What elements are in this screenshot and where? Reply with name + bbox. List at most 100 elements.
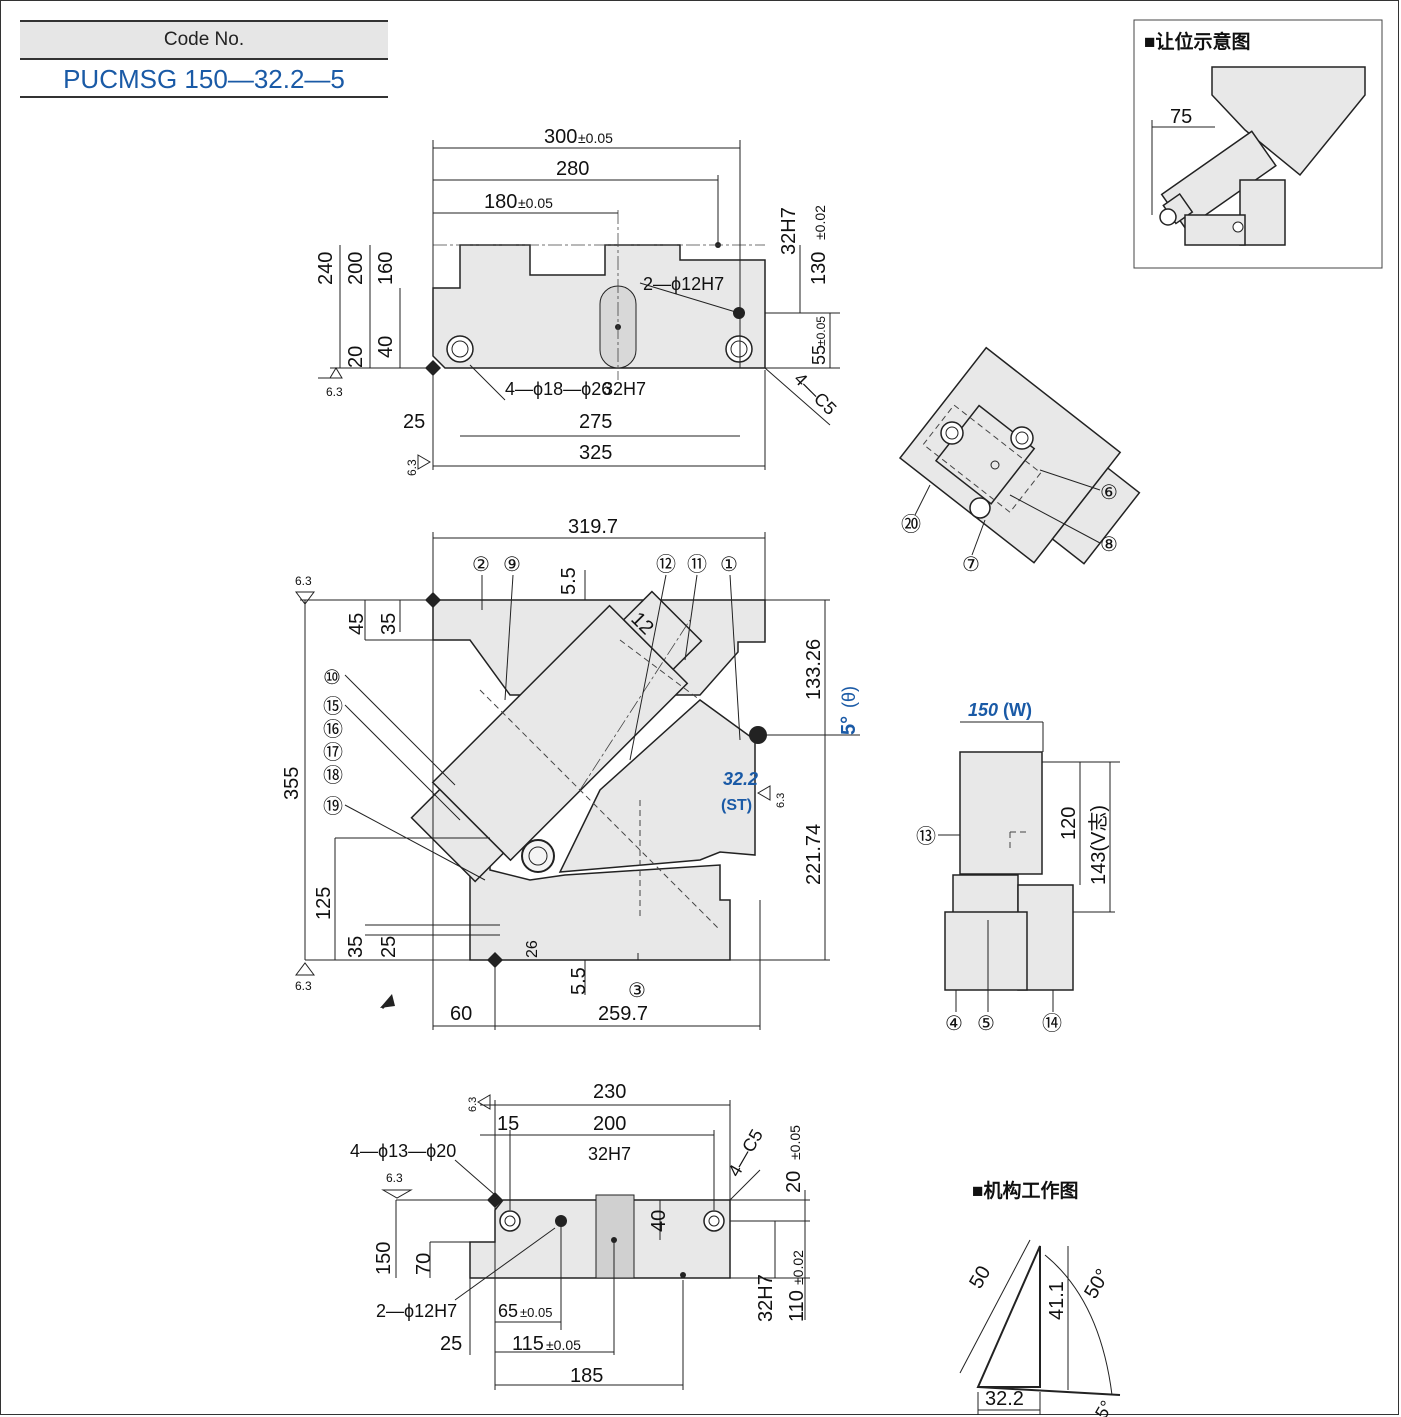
top-view-body bbox=[432, 244, 766, 369]
balloon-9: ⑨ bbox=[503, 554, 521, 576]
svg-text:6.3: 6.3 bbox=[386, 1171, 403, 1185]
clearance-title: ■让位示意图 bbox=[1144, 30, 1250, 53]
stroke-value: 32.2 bbox=[723, 769, 758, 789]
svg-text:6.3: 6.3 bbox=[295, 979, 312, 993]
balloon-7: ⑦ bbox=[962, 554, 980, 576]
balloon-1: ① bbox=[720, 554, 738, 576]
svg-text:221.74: 221.74 bbox=[803, 824, 825, 885]
svg-text:5.5: 5.5 bbox=[558, 567, 580, 595]
clearance-dim-75: 75 bbox=[1170, 106, 1192, 128]
front-pivot bbox=[521, 839, 555, 873]
balloon-12: ⑫ bbox=[656, 553, 676, 576]
balloon-17: ⑰ bbox=[323, 741, 343, 764]
svg-text:±0.05: ±0.05 bbox=[546, 1337, 581, 1353]
bottom-hole-label: 4—ϕ13—ϕ20 bbox=[350, 1141, 456, 1161]
bolt-hole-left bbox=[446, 335, 474, 363]
svg-text:±0.02: ±0.02 bbox=[812, 205, 828, 240]
svg-text:32H7: 32H7 bbox=[778, 207, 800, 255]
svg-text:25: 25 bbox=[378, 936, 400, 958]
front-slide bbox=[558, 699, 756, 873]
bolt-hole-label: 4—ϕ18—ϕ26 bbox=[505, 379, 611, 399]
svg-text:±0.05: ±0.05 bbox=[814, 316, 828, 346]
balloon-16: ⑯ bbox=[323, 718, 343, 741]
detail-view: ⑥ ⑳ ⑧ ⑦ bbox=[898, 346, 1141, 576]
svg-text:130: 130 bbox=[808, 252, 830, 285]
svg-text:50°: 50° bbox=[1080, 1265, 1114, 1302]
dim-300: 300 bbox=[544, 126, 577, 148]
mechanism-dim-50: 50 bbox=[965, 1262, 995, 1292]
dim-319-7: 319.7 bbox=[568, 516, 618, 538]
svg-text:115: 115 bbox=[512, 1333, 544, 1355]
balloon-14: ⑭ bbox=[1042, 1012, 1062, 1035]
svg-text:±0.02: ±0.02 bbox=[790, 1250, 806, 1285]
svg-text:150: 150 bbox=[373, 1242, 395, 1275]
svg-text:259.7: 259.7 bbox=[598, 1003, 648, 1025]
svg-text:20: 20 bbox=[345, 346, 367, 368]
svg-text:200: 200 bbox=[345, 252, 367, 285]
balloon-6: ⑥ bbox=[1100, 482, 1118, 504]
svg-text:±0.05: ±0.05 bbox=[518, 195, 553, 211]
svg-text:40: 40 bbox=[648, 1210, 670, 1232]
side-view: 150 (W) 120 143(V志) ⑬ ④ ⑤ ⑭ bbox=[916, 700, 1120, 1035]
svg-text:32.2: 32.2 bbox=[985, 1388, 1024, 1410]
svg-text:110: 110 bbox=[786, 1290, 808, 1322]
svg-text:32H7: 32H7 bbox=[755, 1274, 777, 1322]
dim-240: 240 bbox=[315, 252, 337, 285]
dim-280: 280 bbox=[556, 158, 589, 180]
balloon-20: ⑳ bbox=[901, 513, 921, 536]
code-number-value: PUCMSG 150—32.2—5 bbox=[20, 60, 388, 98]
bottom-pin-label: 2—ϕ12H7 bbox=[376, 1301, 457, 1321]
svg-text:(ST): (ST) bbox=[721, 797, 752, 814]
bottom-view: 230 15 200 4—ϕ13—ϕ20 32H7 4—C5 20 ±0.05 … bbox=[350, 1081, 810, 1390]
svg-text:25: 25 bbox=[403, 411, 425, 433]
svg-text:125: 125 bbox=[313, 887, 335, 920]
code-number-box: Code No. PUCMSG 150—32.2—5 bbox=[20, 20, 388, 98]
svg-text:70: 70 bbox=[413, 1253, 435, 1275]
svg-text:±0.05: ±0.05 bbox=[520, 1305, 552, 1320]
mechanism-title: ■机构工作图 bbox=[972, 1179, 1078, 1202]
svg-text:185: 185 bbox=[570, 1365, 603, 1387]
svg-text:4—C5: 4—C5 bbox=[724, 1126, 767, 1180]
svg-text:60: 60 bbox=[450, 1003, 472, 1025]
code-number-label: Code No. bbox=[20, 20, 388, 60]
svg-text:26: 26 bbox=[524, 940, 541, 958]
bolt-hole-right bbox=[725, 335, 753, 363]
svg-text:45: 45 bbox=[346, 613, 368, 635]
svg-text:325: 325 bbox=[579, 442, 612, 464]
balloon-11: ⑪ bbox=[687, 553, 707, 576]
svg-text:6.3: 6.3 bbox=[775, 793, 787, 808]
svg-text:6.3: 6.3 bbox=[467, 1097, 479, 1112]
svg-text:6.3: 6.3 bbox=[295, 574, 312, 588]
svg-text:5.5: 5.5 bbox=[568, 967, 590, 995]
svg-text:120: 120 bbox=[1058, 807, 1080, 840]
svg-text:±0.05: ±0.05 bbox=[787, 1125, 803, 1160]
svg-text:160: 160 bbox=[375, 252, 397, 285]
pin-hole-label: 2—ϕ12H7 bbox=[643, 274, 724, 294]
balloon-2: ② bbox=[472, 554, 490, 576]
svg-text:(θ): (θ) bbox=[839, 686, 859, 708]
svg-text:5°: 5° bbox=[838, 716, 860, 735]
dim-180: 180 bbox=[484, 191, 517, 213]
dim-133-26: 133.26 bbox=[803, 639, 825, 700]
svg-text:65: 65 bbox=[498, 1301, 518, 1321]
svg-text:200: 200 bbox=[593, 1113, 626, 1135]
svg-text:32H7: 32H7 bbox=[588, 1144, 631, 1164]
balloon-3: ③ bbox=[628, 980, 646, 1002]
svg-text:55: 55 bbox=[809, 345, 829, 365]
svg-text:35: 35 bbox=[378, 613, 400, 635]
svg-text:25: 25 bbox=[440, 1333, 462, 1355]
side-upper bbox=[959, 751, 1043, 875]
balloon-5: ⑤ bbox=[977, 1013, 995, 1035]
svg-text:4—C5: 4—C5 bbox=[790, 369, 840, 419]
dim-355: 355 bbox=[281, 767, 303, 800]
balloon-19: ⑲ bbox=[323, 795, 343, 818]
front-view: 319.7 5.5 12 45 35 133.26 5° (θ) 355 221… bbox=[281, 516, 860, 1030]
mechanism-diagram: ■机构工作图 50 41.1 50° 32.2 5° bbox=[959, 1179, 1121, 1417]
width-value: 150 bbox=[968, 700, 998, 720]
balloon-10: ⑩ bbox=[323, 667, 341, 689]
svg-text:35: 35 bbox=[345, 936, 367, 958]
balloon-8: ⑧ bbox=[1100, 534, 1118, 556]
svg-text:20: 20 bbox=[783, 1171, 805, 1193]
svg-text:±0.05: ±0.05 bbox=[578, 130, 613, 146]
